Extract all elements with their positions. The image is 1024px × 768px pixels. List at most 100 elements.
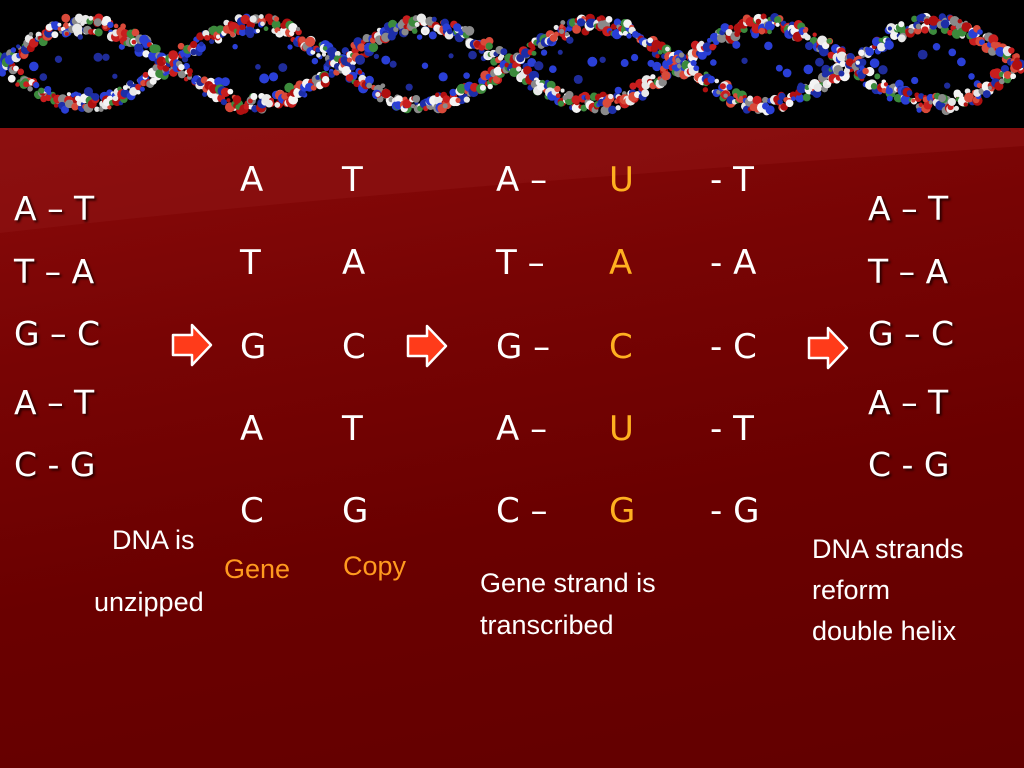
- gene-side-base: G –: [496, 327, 551, 367]
- gene-side-base: T –: [496, 243, 545, 283]
- helix-atom: [600, 105, 611, 116]
- helix-atom: [716, 33, 727, 43]
- helix-atom: [131, 28, 140, 37]
- helix-atom: [177, 42, 185, 50]
- helix-atom: [134, 43, 144, 53]
- helix-atom: [61, 13, 71, 23]
- helix-atom: [421, 62, 429, 69]
- copy-base: C: [342, 327, 366, 367]
- helix-atom: [464, 26, 475, 36]
- helix-atom: [271, 20, 281, 30]
- helix-atom: [898, 21, 905, 28]
- helix-atom: [16, 44, 21, 49]
- helix-atom: [112, 95, 119, 102]
- helix-atom: [732, 40, 741, 49]
- helix-atom: [802, 28, 808, 34]
- helix-atom: [527, 58, 537, 67]
- helix-atom: [929, 27, 937, 35]
- helix-atom: [277, 30, 282, 36]
- helix-atom: [726, 83, 733, 91]
- helix-atom: [368, 42, 379, 53]
- helix-atom: [0, 69, 6, 77]
- helix-atom: [938, 94, 947, 103]
- helix-atom: [599, 56, 606, 63]
- helix-atom: [885, 87, 893, 95]
- helix-atom: [534, 61, 544, 71]
- helix-atom: [921, 26, 929, 34]
- helix-atom: [647, 37, 654, 44]
- helix-atom: [678, 52, 685, 58]
- helix-atom: [259, 73, 270, 84]
- helix-atom: [220, 87, 231, 98]
- rna-base: G: [609, 491, 636, 531]
- helix-atom: [334, 50, 341, 57]
- helix-atom: [66, 92, 71, 97]
- arrow-right-icon: [807, 326, 849, 370]
- helix-atom: [760, 13, 767, 20]
- helix-atom: [709, 32, 720, 42]
- helix-atom: [357, 43, 366, 52]
- helix-atom: [777, 99, 783, 105]
- helix-atom: [91, 93, 100, 101]
- helix-atom: [287, 44, 293, 50]
- helix-atom: [870, 83, 878, 90]
- helix-atom: [463, 96, 470, 103]
- helix-atom: [1012, 59, 1023, 71]
- helix-atom: [215, 34, 221, 39]
- helix-atom: [64, 31, 69, 36]
- helix-atom: [587, 56, 598, 67]
- helix-atom: [405, 83, 413, 91]
- helix-atom: [762, 96, 769, 104]
- helix-atom: [177, 70, 187, 79]
- helix-atom: [836, 51, 847, 62]
- helix-atom: [690, 59, 697, 67]
- helix-atom: [878, 65, 888, 75]
- helix-atom: [227, 88, 234, 95]
- helix-atom: [232, 43, 238, 50]
- helix-atom: [1008, 47, 1015, 54]
- helix-atom: [232, 95, 242, 104]
- helix-atom: [316, 53, 321, 58]
- helix-atom: [665, 46, 670, 52]
- gene-base: A: [240, 160, 264, 200]
- helix-atom: [447, 28, 453, 35]
- helix-atom: [315, 75, 321, 80]
- helix-atom: [928, 15, 939, 26]
- helix-atom: [27, 86, 33, 92]
- helix-atom: [455, 97, 461, 103]
- helix-atom: [780, 103, 788, 111]
- rna-base: A: [609, 243, 633, 283]
- helix-atom: [982, 90, 991, 99]
- helix-atom: [845, 58, 854, 67]
- helix-atom: [500, 48, 508, 56]
- helix-atom: [815, 57, 824, 67]
- helix-atom: [493, 66, 503, 76]
- helix-atom: [940, 19, 950, 29]
- helix-atom: [139, 86, 145, 92]
- helix-atom: [142, 50, 150, 58]
- helix-atom: [710, 77, 715, 82]
- helix-atom: [775, 22, 780, 27]
- helix-atom: [843, 67, 850, 74]
- helix-atom: [813, 83, 823, 92]
- stage1-caption-line1: DNA is: [112, 525, 195, 555]
- helix-atom: [765, 105, 775, 115]
- helix-atom: [449, 88, 457, 97]
- helix-atom: [580, 104, 588, 112]
- helix-atom: [120, 23, 126, 30]
- helix-atom: [33, 82, 40, 89]
- helix-atom: [738, 95, 744, 101]
- helix-atom: [884, 40, 894, 50]
- helix-atom: [657, 49, 663, 55]
- helix-atom: [911, 98, 916, 103]
- helix-atom: [557, 100, 565, 107]
- helix-atom: [802, 93, 811, 102]
- helix-atom: [553, 24, 559, 31]
- helix-atom: [15, 82, 20, 87]
- gene-label: Gene: [224, 554, 291, 584]
- helix-atom: [559, 24, 564, 29]
- helix-atom: [492, 75, 501, 84]
- base-pair: C - G: [868, 445, 950, 484]
- helix-atom: [94, 106, 100, 112]
- helix-atom: [900, 94, 911, 105]
